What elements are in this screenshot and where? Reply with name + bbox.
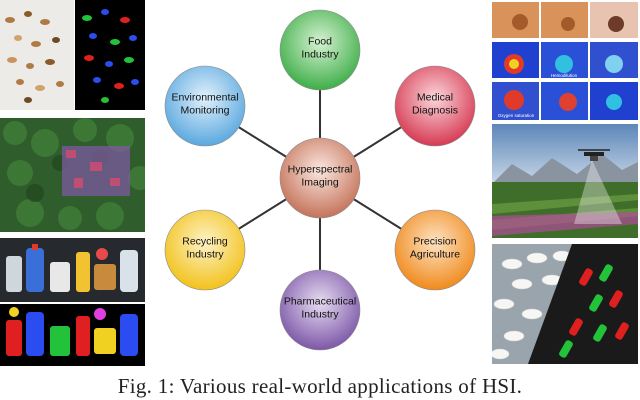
food-label-line-2: Industry (301, 49, 339, 61)
agriculture-drone-photo (492, 124, 638, 238)
medical-circle (394, 65, 476, 147)
recycling-label-line-2: Industry (186, 249, 224, 261)
oxygen-saturation-label: Oxygen saturation (498, 113, 535, 118)
pharma-circle (279, 269, 361, 351)
pharma-label-line-2: Industry (301, 309, 339, 321)
hyperspectral-imaging-label-line-1: Hyperspectral (288, 164, 353, 176)
food-seeds-photo (0, 0, 74, 110)
precision-label-line-2: Agriculture (410, 249, 460, 261)
hemodilution-label: Hemodilution (551, 73, 578, 78)
recycling-circle (164, 209, 246, 291)
hyperspectral-imaging-circle (279, 137, 361, 219)
medical-label-line-2: Diagnosis (412, 105, 458, 117)
connector-medical (353, 126, 402, 158)
medical-tissue-images: Hemodilution Oxygen saturation (492, 2, 638, 120)
precision-label-line-1: Precision (413, 236, 456, 248)
food-circle (279, 9, 361, 91)
connector-recycling (238, 198, 287, 230)
connector-environmental (238, 126, 287, 158)
pharma-label-line-1: Pharmaceutical (284, 296, 356, 308)
environmental-label-line-1: Environmental (171, 92, 238, 104)
food-label-line-1: Food (308, 36, 332, 48)
precision-circle (394, 209, 476, 291)
medical-label-line-1: Medical (417, 92, 453, 104)
recycling-classification-map (0, 304, 145, 366)
forest-aerial-photo (0, 118, 145, 232)
environmental-label-line-2: Monitoring (180, 105, 229, 117)
figure-caption: Fig. 1: Various real-world applications … (117, 374, 523, 398)
pharmaceutical-pills-photo (492, 244, 638, 364)
connector-precision (353, 198, 402, 230)
food-seeds-classification-map (75, 0, 145, 110)
recycling-plastics-photo (0, 238, 145, 302)
applications-diagram: FoodIndustryMedicalDiagnosisPrecisionAgr… (164, 9, 476, 351)
recycling-label-line-1: Recycling (182, 236, 228, 248)
hyperspectral-imaging-label-line-2: Imaging (301, 177, 339, 189)
environmental-circle (164, 65, 246, 147)
